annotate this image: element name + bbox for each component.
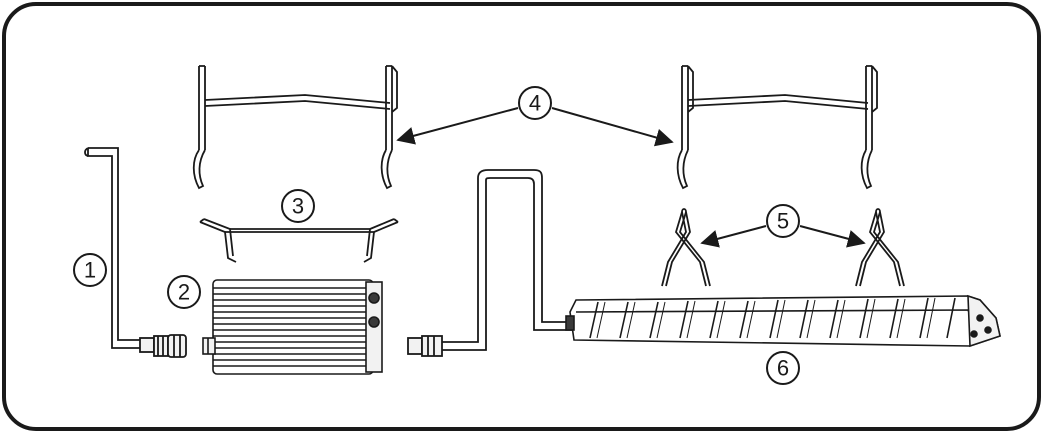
callout-5-arrows bbox=[700, 225, 866, 248]
callout-1: 1 bbox=[73, 253, 107, 287]
part-2-driver-box bbox=[202, 279, 383, 375]
callout-6-label: 6 bbox=[777, 356, 789, 381]
callout-2-label: 2 bbox=[178, 280, 190, 305]
callout-3-label: 3 bbox=[292, 194, 304, 219]
callout-3: 3 bbox=[281, 189, 315, 223]
callout-6: 6 bbox=[766, 351, 800, 385]
callout-4: 4 bbox=[518, 86, 552, 120]
part-1-power-cord bbox=[84, 147, 187, 358]
part-4-hanger-right bbox=[676, 65, 878, 190]
part-5-spring-clip-right bbox=[855, 208, 905, 287]
part-6-light-fixture bbox=[565, 294, 1001, 348]
callout-5: 5 bbox=[766, 204, 800, 238]
part-3-mounting-bracket bbox=[199, 218, 399, 263]
callout-4-label: 4 bbox=[529, 91, 541, 116]
part-4-hanger-left bbox=[192, 65, 398, 190]
callout-1-label: 1 bbox=[84, 258, 96, 283]
callout-4-arrows bbox=[396, 107, 674, 147]
callout-5-label: 5 bbox=[777, 209, 789, 234]
callout-2: 2 bbox=[167, 275, 201, 309]
part-6-cable bbox=[407, 169, 572, 357]
part-5-spring-clip-left bbox=[661, 208, 711, 287]
